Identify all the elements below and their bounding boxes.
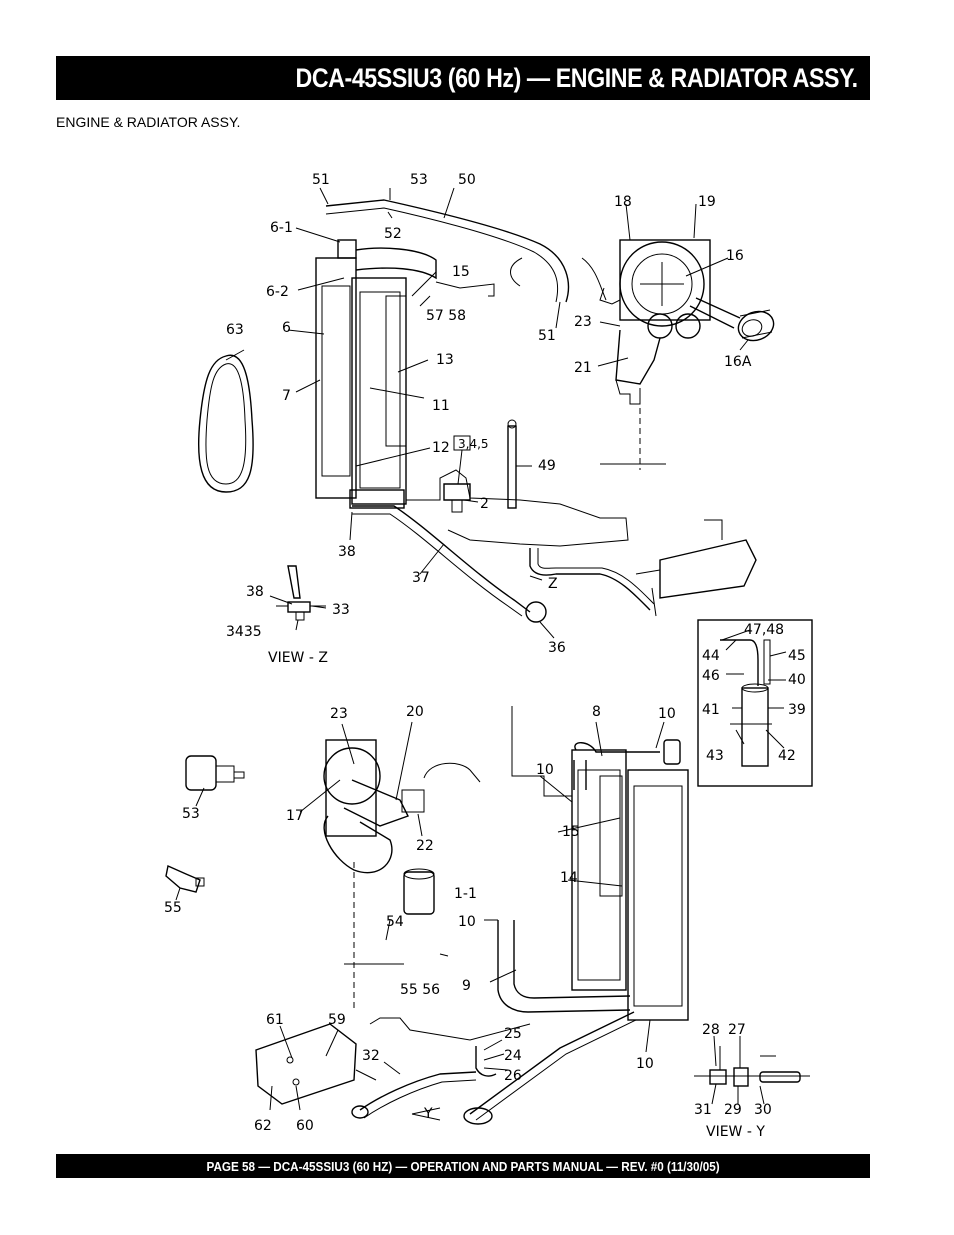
callout: 30 xyxy=(754,1102,772,1118)
callout: 38 xyxy=(246,584,264,600)
callout: 42 xyxy=(778,748,796,764)
callout: 3,4,5 xyxy=(458,437,489,451)
callout: 16A xyxy=(724,354,752,370)
part-55 xyxy=(165,865,205,893)
callout: 13 xyxy=(436,352,454,368)
hose-9 xyxy=(497,920,631,1013)
callout: 63 xyxy=(226,322,244,338)
section-title: ENGINE & RADIATOR ASSY. xyxy=(56,114,241,130)
callout: 16 xyxy=(726,248,744,264)
callout: 6 xyxy=(282,320,291,336)
callout: 21 xyxy=(574,360,592,376)
bracket-59 xyxy=(255,1023,357,1105)
callout: 43 xyxy=(706,748,724,764)
hose-32 xyxy=(359,1071,477,1111)
callout: 61 xyxy=(266,1012,284,1028)
callout: 23 xyxy=(330,706,348,722)
callout: 59 xyxy=(328,1012,346,1028)
callout: 2 xyxy=(480,496,489,512)
view-y-detail xyxy=(694,1046,810,1087)
callout: 62 xyxy=(254,1118,272,1134)
callout: 51 xyxy=(312,172,330,188)
callout: 10 xyxy=(658,706,676,722)
callout: 25 xyxy=(504,1026,522,1042)
callout: 47,48 xyxy=(744,622,784,638)
hose-50 xyxy=(325,199,570,303)
callout: 38 xyxy=(338,544,356,560)
callout: 28 xyxy=(702,1022,720,1038)
callout: 37 xyxy=(412,570,430,586)
callout: 27 xyxy=(728,1022,746,1038)
callout: VIEW - Y xyxy=(706,1124,765,1140)
callout: 20 xyxy=(406,704,424,720)
callout: 55 56 xyxy=(400,982,440,998)
callout: 55 xyxy=(164,900,182,916)
fan-belt xyxy=(197,354,254,493)
callout: 10 xyxy=(458,914,476,930)
callout: 7 xyxy=(282,388,291,404)
callout: 19 xyxy=(698,194,716,210)
callout: 3435 xyxy=(226,624,262,640)
air-cleaner-upper xyxy=(599,239,741,405)
oil-filter xyxy=(403,871,435,915)
filter-16a xyxy=(737,309,775,342)
callout: 45 xyxy=(788,648,806,664)
page-footer-bar: PAGE 58 — DCA-45SSIU3 (60 HZ) — OPERATIO… xyxy=(56,1154,870,1178)
callout: 41 xyxy=(702,702,720,718)
callout: VIEW - Z xyxy=(268,650,328,666)
callout: 52 xyxy=(384,226,402,242)
callout: 11 xyxy=(432,398,450,414)
callout: 22 xyxy=(416,838,434,854)
callout: 39 xyxy=(788,702,806,718)
callout: 26 xyxy=(504,1068,522,1084)
view-z-detail xyxy=(276,565,326,621)
callout: 23 xyxy=(574,314,592,330)
page-header-bar: DCA-45SSIU3 (60 Hz) — ENGINE & RADIATOR … xyxy=(56,56,870,100)
radiator-upper xyxy=(315,239,437,509)
callout: 8 xyxy=(592,704,601,720)
callout: 53 xyxy=(182,806,200,822)
page-title: DCA-45SSIU3 (60 Hz) — ENGINE & RADIATOR … xyxy=(295,62,859,93)
callout: 32 xyxy=(362,1048,380,1064)
detail-box-sensor xyxy=(697,619,813,787)
callout: 54 xyxy=(386,914,404,930)
callout: 53 xyxy=(410,172,428,188)
callout: 46 xyxy=(702,668,720,684)
callout: 9 xyxy=(462,978,471,994)
callout: 10 xyxy=(536,762,554,778)
callout: 18 xyxy=(614,194,632,210)
part-53 xyxy=(185,755,245,791)
hose-37 xyxy=(352,505,531,613)
leader-lines xyxy=(175,187,787,1111)
callout: 49 xyxy=(538,458,556,474)
callout: 29 xyxy=(724,1102,742,1118)
callout: 6-1 xyxy=(270,220,293,236)
footer-text: PAGE 58 — DCA-45SSIU3 (60 HZ) — OPERATIO… xyxy=(206,1158,720,1174)
callout: 12 xyxy=(432,440,450,456)
callout: 1-1 xyxy=(454,886,477,902)
callout: 36 xyxy=(548,640,566,656)
air-cleaner-lower xyxy=(323,739,481,874)
callout: Y xyxy=(423,1106,433,1122)
callout: 14 xyxy=(560,870,578,886)
callout: 44 xyxy=(702,648,720,664)
callout: 51 xyxy=(538,328,556,344)
callout: 10 xyxy=(636,1056,654,1072)
radiator-lower xyxy=(571,739,689,1021)
callout: 15 xyxy=(452,264,470,280)
callout: Z xyxy=(548,576,558,592)
callout: 15 xyxy=(562,824,580,840)
part-callouts: 51 53 50 52 6-1 18 19 16 15 6-2 57 58 23… xyxy=(164,172,806,1140)
callout: 17 xyxy=(286,808,304,824)
callout: 31 xyxy=(694,1102,712,1118)
callout: 50 xyxy=(458,172,476,188)
callout: 40 xyxy=(788,672,806,688)
callout: 33 xyxy=(332,602,350,618)
callout: 60 xyxy=(296,1118,314,1134)
callout: 24 xyxy=(504,1048,522,1064)
callout: 6-2 xyxy=(266,284,289,300)
callout: 57 58 xyxy=(426,308,466,324)
